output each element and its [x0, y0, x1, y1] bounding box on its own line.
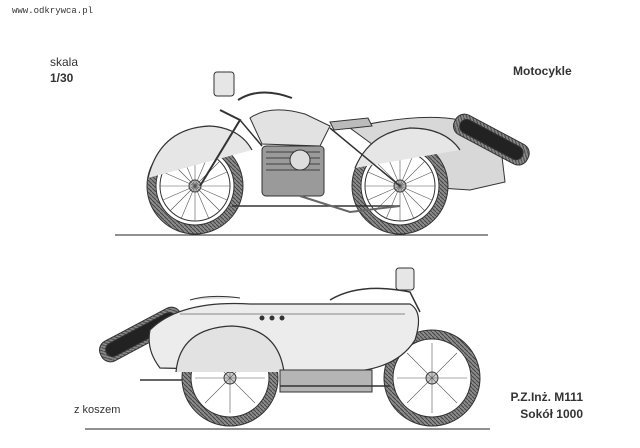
top-motorcycle-drawing: [115, 71, 530, 236]
top-engine-cover: [289, 149, 311, 171]
model-line-2: Sokół 1000: [520, 407, 583, 421]
scale-word: skala: [50, 55, 79, 69]
scale-value: 1/30: [50, 71, 74, 85]
top-handlebar: [237, 91, 293, 101]
top-exhaust: [299, 195, 401, 214]
model-label: P.Z.Inż. M111 Sokół 1000: [511, 389, 583, 423]
watermark-text: www.odkrywca.pl: [12, 6, 94, 16]
top-spare-tyre: [453, 113, 530, 166]
bottom-chassis: [279, 369, 373, 393]
bottom-sidecar-fender: [175, 325, 285, 373]
bottom-moto-wheel: [383, 329, 481, 427]
bottom-motorcycle-drawing: [85, 267, 490, 430]
top-headlamp: [213, 71, 235, 97]
bottom-headlamp: [395, 267, 415, 291]
top-fuel-tank: [249, 109, 331, 147]
drawing-title: Motocykle: [513, 64, 572, 78]
top-front-fender: [147, 125, 253, 179]
top-rear-fender: [354, 127, 461, 169]
top-seat: [329, 117, 373, 131]
top-frame: [232, 119, 401, 207]
bottom-frame: [140, 379, 390, 387]
bottom-handlebar: [329, 287, 421, 313]
view-caption: z koszem: [74, 404, 121, 416]
bottom-sidecar-seat: [189, 295, 241, 301]
scale-label: skala 1/30: [50, 54, 78, 86]
model-line-1: P.Z.Inż. M111: [510, 390, 583, 404]
